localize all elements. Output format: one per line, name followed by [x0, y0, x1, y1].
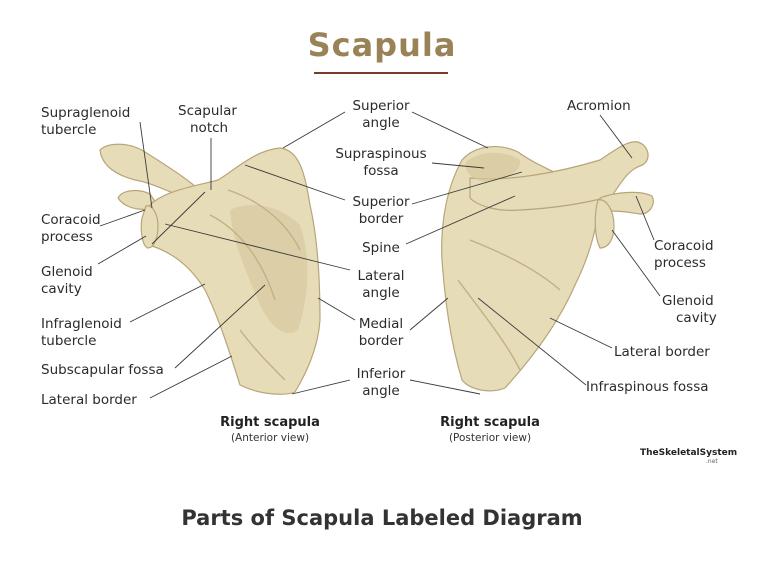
leader-supraglenoid-tubercle	[139, 121, 153, 209]
label-supraglenoid-tubercle-line2: tubercle	[41, 122, 96, 138]
label-spine: Spine	[362, 240, 400, 256]
label-glenoid-cavity-posterior-line2: cavity	[676, 310, 717, 326]
title-underline	[314, 72, 448, 74]
label-glenoid-cavity-line2: cavity	[41, 281, 82, 297]
posterior-labels: Acromion Coracoid process Glenoid cavity…	[567, 98, 717, 395]
label-superior-border-line1: Superior	[352, 194, 410, 210]
leader-superior-angle-posterior	[411, 111, 489, 149]
label-glenoid-cavity-line1: Glenoid	[41, 264, 93, 280]
label-coracoid-process-posterior-line2: process	[654, 255, 706, 271]
leader-medial-border-anterior	[317, 297, 356, 321]
label-inferior-angle-line1: Inferior	[357, 366, 406, 382]
label-lateral-angle-line2: angle	[362, 285, 399, 301]
footer-caption: Parts of Scapula Labeled Diagram	[181, 506, 583, 530]
caption-anterior: Right scapula	[220, 415, 320, 430]
leader-inferior-angle-posterior	[409, 379, 481, 395]
label-lateral-border-anterior: Lateral border	[41, 392, 137, 408]
label-scapular-notch-line1: Scapular	[178, 103, 237, 119]
label-supraglenoid-tubercle-line1: Supraglenoid	[41, 105, 130, 121]
leader-glenoid-posterior	[611, 229, 661, 297]
label-supraspinous-fossa-line1: Supraspinous	[335, 146, 426, 162]
label-medial-border-line1: Medial	[359, 316, 403, 332]
leader-medial-border-posterior	[409, 297, 449, 331]
diagram-title: Scapula	[307, 26, 457, 64]
leader-lateral-border-posterior	[549, 317, 613, 349]
label-subscapular-fossa: Subscapular fossa	[41, 362, 164, 378]
label-coracoid-process-line1: Coracoid	[41, 212, 101, 228]
label-infraspinous-fossa: Infraspinous fossa	[586, 379, 709, 395]
leader-spine	[405, 195, 516, 245]
anterior-labels: Supraglenoid tubercle Scapular notch Cor…	[41, 103, 237, 408]
site-logo-suffix: .net	[706, 458, 718, 465]
leader-infraglenoid	[129, 283, 206, 323]
label-coracoid-process-posterior-line1: Coracoid	[654, 238, 714, 254]
leader-coracoid-anterior	[99, 209, 146, 227]
center-labels: Superior angle Supraspinous fossa Superi…	[335, 98, 426, 399]
leader-inferior-angle-anterior	[291, 379, 351, 395]
leader-superior-border-anterior	[244, 164, 346, 201]
leader-lateral-angle	[164, 223, 351, 271]
label-inferior-angle-line2: angle	[362, 383, 399, 399]
view-captions: Right scapula (Anterior view) Right scap…	[220, 415, 540, 444]
caption-posterior: Right scapula	[440, 415, 540, 430]
leader-subscapular-fossa	[174, 284, 266, 369]
leader-lateral-border-anterior	[149, 355, 233, 399]
label-glenoid-cavity-posterior-line1: Glenoid	[662, 293, 714, 309]
label-infraglenoid-tubercle-line1: Infraglenoid	[41, 316, 122, 332]
posterior-scapula-bone	[441, 141, 654, 392]
subcaption-anterior: (Anterior view)	[231, 432, 309, 444]
leader-superior-angle-anterior	[282, 111, 346, 149]
leader-infraspinous-fossa	[477, 297, 587, 386]
label-scapular-notch-line2: notch	[190, 120, 228, 136]
site-logo: TheSkeletalSystem	[640, 448, 738, 458]
label-infraglenoid-tubercle-line2: tubercle	[41, 333, 96, 349]
leader-lines	[97, 111, 661, 399]
label-supraspinous-fossa-line2: fossa	[363, 163, 398, 179]
label-medial-border-line2: border	[359, 333, 404, 349]
label-superior-angle-line1: Superior	[352, 98, 410, 114]
leader-coracoid-posterior	[635, 195, 655, 241]
leader-supraspinous-fossa	[431, 162, 485, 169]
leader-scapular-notch-2	[151, 191, 206, 245]
label-superior-angle-line2: angle	[362, 115, 399, 131]
label-coracoid-process-line2: process	[41, 229, 93, 245]
label-superior-border-line2: border	[359, 211, 404, 227]
leader-acromion	[599, 114, 633, 159]
leader-glenoid-anterior	[97, 235, 147, 265]
label-lateral-angle-line1: Lateral	[358, 268, 405, 284]
label-lateral-border-posterior: Lateral border	[614, 344, 710, 360]
label-acromion: Acromion	[567, 98, 631, 114]
subcaption-posterior: (Posterior view)	[449, 432, 531, 444]
leader-superior-border-posterior	[411, 171, 523, 205]
anterior-scapula-bone	[99, 143, 321, 395]
